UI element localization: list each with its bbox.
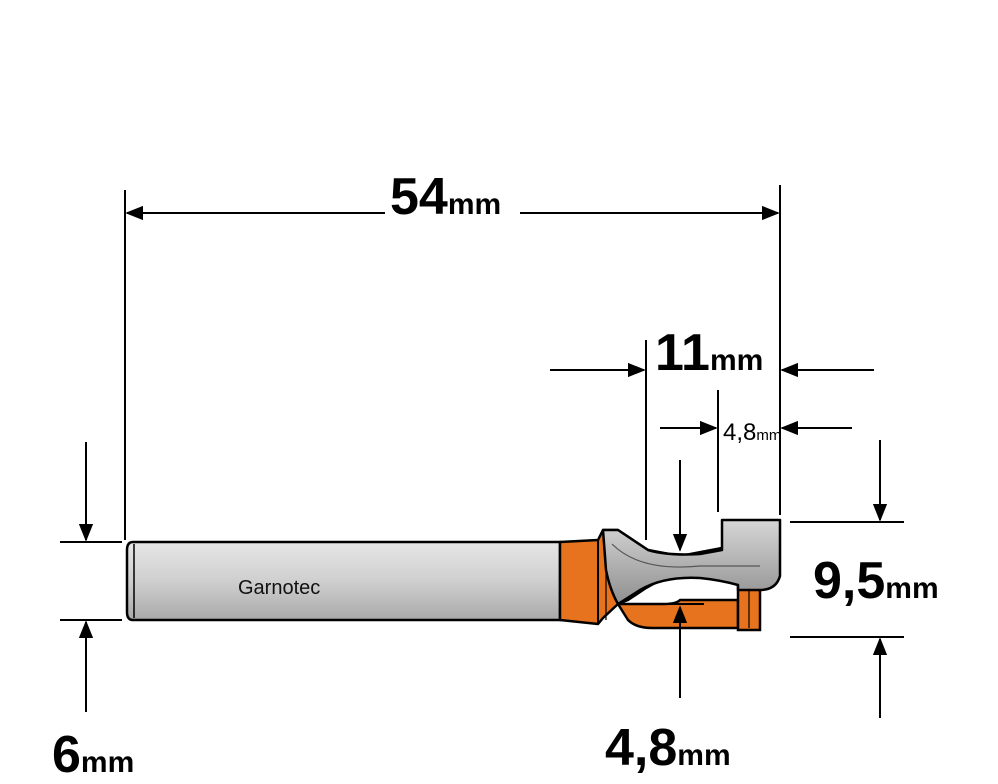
head-highlight bbox=[611, 543, 760, 568]
cutting-diameter-unit: mm bbox=[885, 572, 938, 605]
svg-text:9,5mm: 9,5mm bbox=[813, 552, 939, 610]
svg-text:54mm: 54mm bbox=[390, 168, 501, 226]
svg-text:11mm: 11mm bbox=[655, 324, 763, 382]
shank bbox=[125, 540, 562, 622]
neck-diameter-value: 4,8 bbox=[605, 719, 677, 777]
dimension-overall-length: 54mm bbox=[124, 168, 781, 540]
shank-diameter-value: 6 bbox=[52, 726, 81, 784]
slot-width-unit: mm bbox=[756, 427, 781, 444]
cutting-length-value: 11 bbox=[655, 324, 710, 382]
dimension-cutting-length: 11mm bbox=[550, 324, 874, 540]
neck-diameter-unit: mm bbox=[677, 739, 730, 772]
svg-text:4,8mm: 4,8mm bbox=[605, 719, 731, 777]
cutting-diameter-value: 9,5 bbox=[813, 552, 885, 610]
svg-text:4,8mm: 4,8mm bbox=[723, 419, 781, 446]
shank-diameter-unit: mm bbox=[81, 746, 134, 779]
brand-label: Garnotec bbox=[238, 577, 320, 599]
overall-length-value: 54 bbox=[390, 168, 448, 226]
router-bit: Garnotec bbox=[125, 518, 782, 632]
dimension-cutting-diameter: 9,5mm bbox=[790, 440, 939, 718]
dimension-shank-diameter: 6mm bbox=[52, 442, 134, 784]
cutting-length-unit: mm bbox=[710, 344, 763, 377]
dimension-neck-diameter: 4,8mm bbox=[605, 460, 731, 777]
slot-width-value: 4,8 bbox=[723, 419, 756, 446]
cutting-head bbox=[601, 518, 782, 606]
dimension-slot-width: 4,8mm bbox=[660, 390, 852, 512]
overall-length-unit: mm bbox=[448, 188, 501, 221]
svg-text:6mm: 6mm bbox=[52, 726, 134, 784]
